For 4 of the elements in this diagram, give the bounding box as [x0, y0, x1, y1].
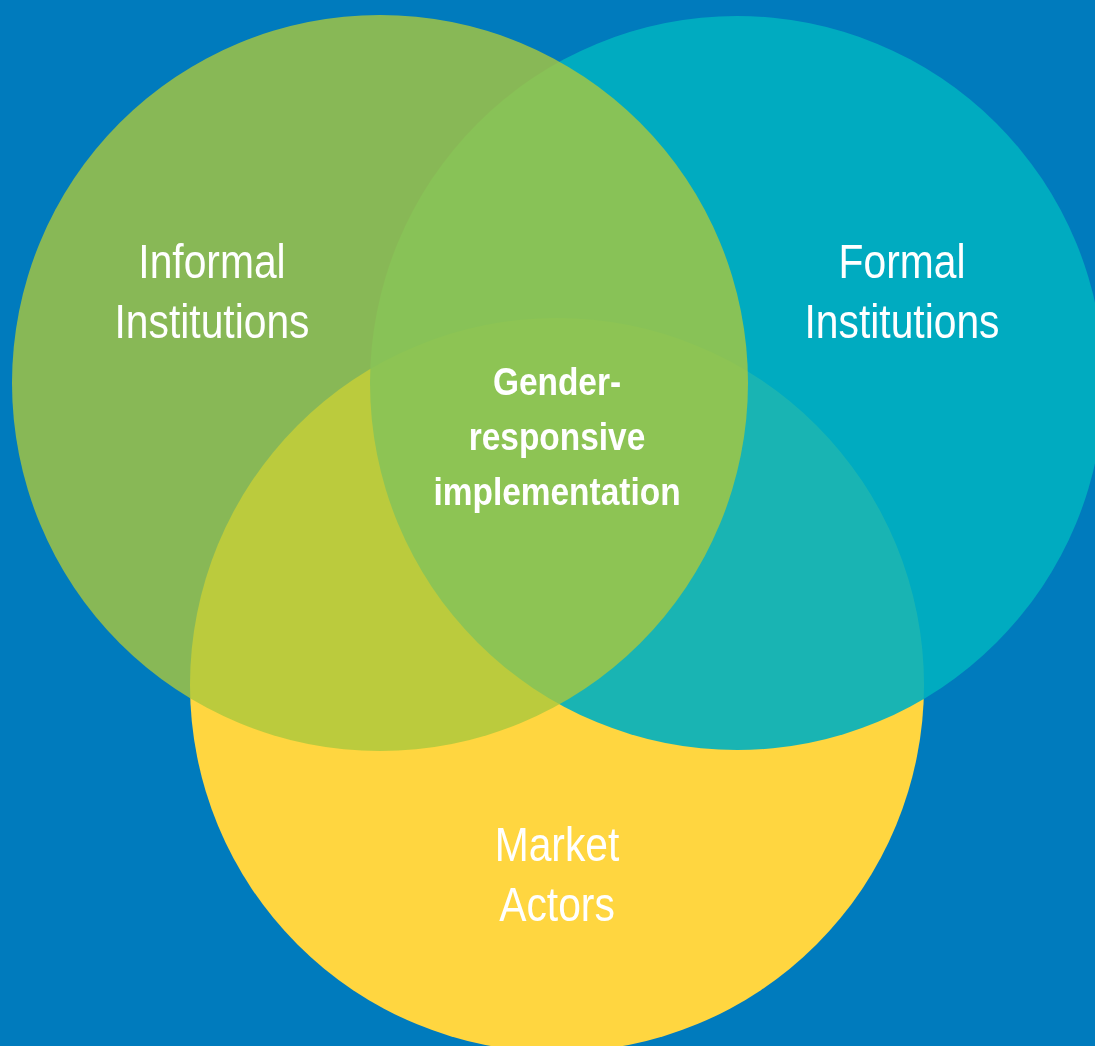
circle-label: Market Actors: [493, 817, 621, 933]
center-label: Gender-responsive implementation: [432, 360, 682, 515]
circle-label: Formal Institutions: [803, 234, 1001, 350]
circle-label: Informal Institutions: [113, 234, 311, 350]
